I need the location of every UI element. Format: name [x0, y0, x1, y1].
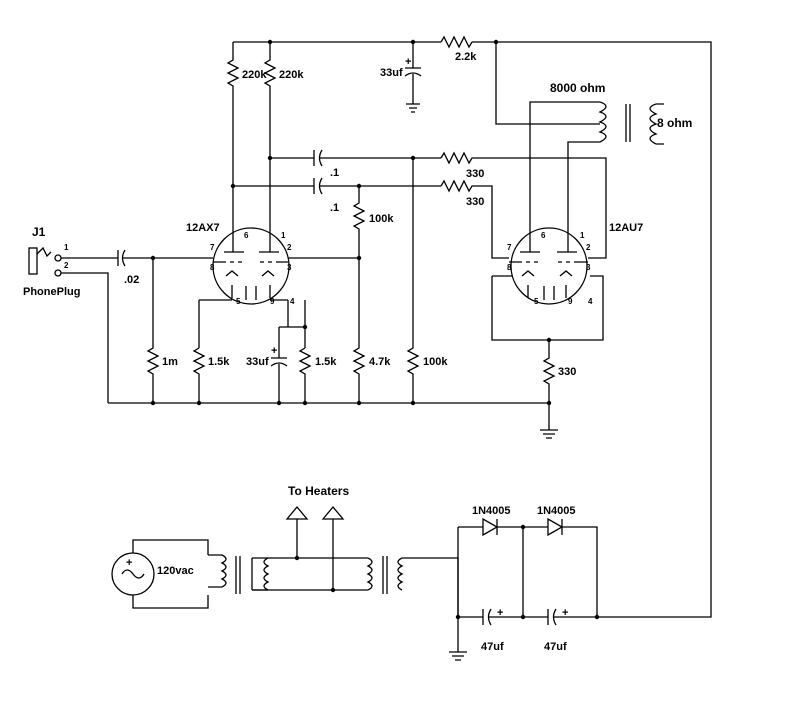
jack-pin-2: 2 — [64, 261, 69, 270]
tube-12ax7: 12AX7 6 1 7 2 8 3 5 9 4 — [186, 222, 295, 306]
coupling-capacitor-lower-label: .1 — [330, 202, 339, 214]
t1-pin-9: 9 — [270, 297, 275, 306]
t1-pin-5: 5 — [236, 297, 241, 306]
coupling-capacitor-upper: .1 — [270, 149, 441, 179]
t1-pin-2: 2 — [287, 243, 292, 252]
t2-pin-1: 1 — [580, 231, 585, 240]
heaters-label: To Heaters — [288, 484, 349, 498]
rectifier: 1N4005 1N4005 — [457, 505, 598, 617]
resistor-1-5k-left-label: 1.5k — [208, 356, 230, 368]
tube1-wiring — [131, 255, 362, 348]
plus-sign: + — [405, 56, 411, 68]
tube-12au7-label: 12AU7 — [609, 222, 643, 234]
jack-pin-1: 1 — [64, 243, 69, 252]
t1-pin-4: 4 — [290, 297, 295, 306]
resistor-100k-upper-label: 100k — [369, 213, 394, 225]
capacitor-input: .02 — [111, 249, 139, 286]
resistor-220k-right: 220k — [263, 42, 304, 244]
resistor-220k-right-label: 220k — [279, 69, 304, 81]
c47-b-plus: + — [562, 607, 568, 619]
resistor-220k-left-label: 220k — [242, 69, 267, 81]
heater-taps: To Heaters — [285, 484, 349, 590]
resistor-1-5k-right-label: 1.5k — [315, 356, 337, 368]
filter-capacitors: + + 47uf 47uf — [449, 607, 600, 661]
capacitor-47uf-b-label: 47uf — [544, 641, 567, 653]
t2-pin-5: 5 — [534, 297, 539, 306]
t2-pin-8: 8 — [507, 263, 512, 272]
diode-a-label: 1N4005 — [472, 505, 511, 517]
t2-pin-9: 9 — [568, 297, 573, 306]
xfmr-secondary-label: 8 ohm — [657, 116, 692, 130]
ac-source-label: 120vac — [157, 565, 194, 577]
t2-pin-2: 2 — [586, 243, 591, 252]
power-transformer-2 — [366, 556, 459, 617]
resistor-100k-upper: 100k — [352, 186, 394, 258]
xfmr-primary-label: 8000 ohm — [550, 81, 605, 95]
ground-bus — [108, 392, 558, 439]
capacitor-33uf-rail: + 33uf — [380, 42, 422, 113]
ac-plus: + — [126, 557, 132, 569]
capacitor-47uf-a-label: 47uf — [481, 641, 504, 653]
resistor-4-7k-label: 4.7k — [369, 356, 391, 368]
coupling-capacitor-lower: .1 — [233, 177, 441, 214]
t2-pin-6: 6 — [541, 231, 546, 240]
input-jack[interactable]: J1 1 2 PhonePlug — [23, 225, 111, 403]
t1-pin-1: 1 — [281, 231, 286, 240]
t2-pin-3: 3 — [586, 263, 591, 272]
resistor-4-7k: 4.7k — [352, 258, 391, 403]
resistor-220k-left: 220k — [226, 42, 267, 244]
c47-a-plus: + — [497, 607, 503, 619]
resistor-1-5k-right: 1.5k — [298, 347, 337, 403]
plus-sign-cathode: + — [271, 345, 277, 357]
resistor-2-2k-label: 2.2k — [455, 51, 477, 63]
t1-pin-3: 3 — [287, 263, 292, 272]
resistor-100k-lower: 100k — [406, 158, 448, 403]
jack-phoneplug-label: PhonePlug — [23, 286, 80, 298]
t1-pin-6: 6 — [244, 231, 249, 240]
resistor-330-upper-label: 330 — [466, 168, 484, 180]
resistor-1-5k-left: 1.5k — [192, 347, 230, 403]
tube-12au7: 12AU7 6 1 7 2 8 3 5 9 4 — [507, 222, 643, 306]
resistor-330-cathode-label: 330 — [558, 366, 576, 378]
t2-pin-7: 7 — [507, 243, 512, 252]
capacitor-33uf-cathode-label: 33uf — [246, 356, 269, 368]
tube-12ax7-label: 12AX7 — [186, 222, 220, 234]
capacitor-33uf-rail-label: 33uf — [380, 67, 403, 79]
t2-pin-4: 4 — [588, 297, 593, 306]
capacitor-33uf-cathode: + 33uf — [246, 342, 288, 403]
resistor-100k-lower-label: 100k — [423, 356, 448, 368]
jack-j1-label: J1 — [32, 225, 46, 239]
b-plus-rail — [233, 39, 712, 618]
resistor-330-upper: 330 — [440, 151, 607, 259]
t1-pin-7: 7 — [210, 243, 215, 252]
power-transformer-1 — [208, 554, 368, 594]
capacitor-input-label: .02 — [124, 274, 139, 286]
resistor-330-lower-label: 330 — [466, 196, 484, 208]
resistor-2-2k: 2.2k — [440, 35, 477, 63]
tube2-cathode: 330 — [491, 275, 604, 392]
resistor-1m-label: 1m — [162, 356, 178, 368]
resistor-1m: 1m — [146, 258, 178, 403]
resistor-330-lower: 330 — [440, 179, 509, 259]
ac-source: + 120vac — [111, 539, 209, 609]
t1-pin-8: 8 — [210, 263, 215, 272]
diode-b-label: 1N4005 — [537, 505, 576, 517]
coupling-capacitor-upper-label: .1 — [330, 167, 339, 179]
output-transformer: 8000 ohm 8 ohm — [529, 81, 692, 244]
